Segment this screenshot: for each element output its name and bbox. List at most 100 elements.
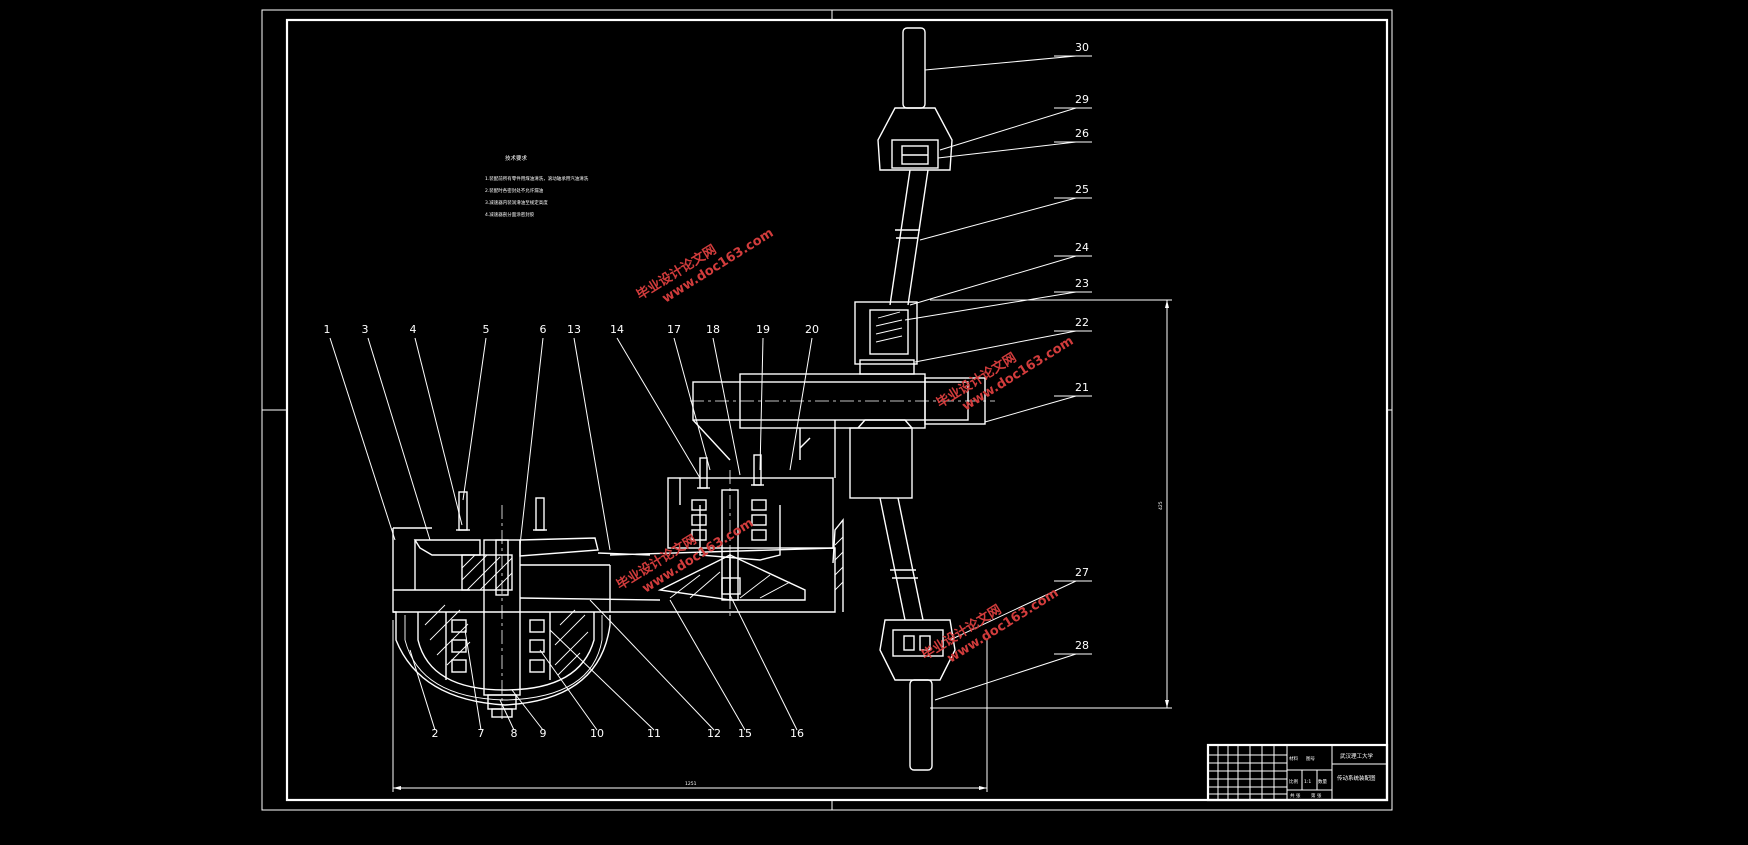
part-balloon-12: 12 bbox=[707, 727, 721, 740]
part-balloon-22: 22 bbox=[1075, 316, 1089, 329]
lower-cv-joint bbox=[879, 619, 956, 681]
leader-line bbox=[904, 291, 1077, 321]
leader-line bbox=[499, 699, 515, 731]
tech-line-1: 1.装配前所有零件用煤油清洗，滚动轴承用汽油清洗 bbox=[485, 175, 589, 182]
leader-lines bbox=[329, 55, 1092, 731]
part-balloon-24: 24 bbox=[1075, 241, 1089, 254]
part-balloon-8: 8 bbox=[511, 727, 518, 740]
part-balloon-14: 14 bbox=[610, 323, 624, 336]
drive-assembly bbox=[392, 373, 995, 720]
part-balloon-16: 16 bbox=[790, 727, 804, 740]
leader-line bbox=[367, 337, 431, 541]
bottom-stub-shaft bbox=[909, 679, 933, 771]
bowl-hatching bbox=[424, 604, 589, 676]
title-block-school: 武汉理工大学 bbox=[1340, 752, 1374, 760]
part-balloon-30: 30 bbox=[1075, 41, 1089, 54]
outer-border bbox=[261, 9, 1393, 811]
title-block-sheet: 第 张 bbox=[1311, 792, 1322, 799]
top-stub-shaft bbox=[902, 27, 926, 109]
dimension-overall-length: 1251 bbox=[392, 620, 988, 792]
leader-line bbox=[789, 337, 813, 471]
tech-requirements-title: 技术要求 bbox=[505, 154, 528, 162]
leader-line bbox=[539, 649, 598, 731]
part-balloon-18: 18 bbox=[706, 323, 720, 336]
part-balloon-1: 1 bbox=[324, 323, 331, 336]
dimension-height-text: 425 bbox=[1158, 501, 1164, 510]
tech-line-4: 4.减速器剖分面涂密封胶 bbox=[485, 211, 535, 218]
title-block-material: 材料 bbox=[1289, 755, 1298, 762]
part-balloon-11: 11 bbox=[647, 727, 661, 740]
part-balloon-20: 20 bbox=[805, 323, 819, 336]
right-bolts bbox=[697, 454, 764, 489]
tech-requirements: 技术要求 1.装配前所有零件用煤油清洗，滚动轴承用汽油清洗 2.装配时各密封处不… bbox=[485, 154, 589, 218]
leader-line bbox=[759, 337, 764, 471]
inner-frame bbox=[285, 18, 1389, 802]
leader-line bbox=[919, 197, 1077, 241]
part-balloon-19: 19 bbox=[756, 323, 770, 336]
title-block-quantity: 数量 bbox=[1318, 778, 1327, 785]
part-balloon-26: 26 bbox=[1075, 127, 1089, 140]
left-pulley bbox=[413, 539, 481, 556]
inner-cv-joint bbox=[854, 301, 918, 365]
leader-line bbox=[589, 599, 715, 731]
leader-line bbox=[519, 337, 544, 546]
leader-line bbox=[984, 395, 1077, 423]
leader-line bbox=[329, 337, 396, 541]
dimension-length-text: 1251 bbox=[685, 781, 697, 787]
leader-line bbox=[909, 255, 1077, 306]
part-balloon-28: 28 bbox=[1075, 639, 1089, 652]
part-balloon-17: 17 bbox=[667, 323, 681, 336]
part-balloon-4: 4 bbox=[410, 323, 417, 336]
leader-line bbox=[464, 629, 482, 731]
part-balloon-7: 7 bbox=[478, 727, 485, 740]
left-springs bbox=[445, 612, 551, 680]
part-balloon-15: 15 bbox=[738, 727, 752, 740]
leader-line bbox=[414, 337, 463, 526]
part-balloon-2: 2 bbox=[432, 727, 439, 740]
title-block-scale-label: 比例 bbox=[1289, 778, 1298, 785]
centring-marks bbox=[262, 10, 1392, 810]
part-balloon-9: 9 bbox=[540, 727, 547, 740]
part-balloon-6: 6 bbox=[540, 323, 547, 336]
leader-line bbox=[462, 337, 487, 501]
lower-coupling bbox=[849, 427, 913, 499]
part-balloon-3: 3 bbox=[362, 323, 369, 336]
leader-line bbox=[669, 599, 746, 731]
title-block-sheets: 共 张 bbox=[1290, 792, 1301, 799]
leader-line bbox=[939, 107, 1077, 151]
belt-lower bbox=[519, 597, 661, 601]
leader-line bbox=[549, 629, 655, 731]
outer-cv-joint bbox=[877, 107, 953, 171]
title-block-drawing-name: 传动系统装配图 bbox=[1337, 774, 1376, 782]
watermark-4: 毕业设计论文网 www.doc163.com bbox=[919, 586, 1062, 667]
title-block: 武汉理工大学 传动系统装配图 比例 1:1 数量 材料 图号 共 张 第 张 bbox=[1206, 743, 1389, 802]
leader-line bbox=[729, 594, 798, 731]
leader-line bbox=[934, 653, 1077, 701]
part-balloon-21: 21 bbox=[1075, 381, 1089, 394]
leader-line bbox=[511, 689, 544, 731]
part-balloon-25: 25 bbox=[1075, 183, 1089, 196]
part-balloon-10: 10 bbox=[590, 727, 604, 740]
leader-line bbox=[914, 330, 1077, 363]
leader-line bbox=[573, 337, 611, 551]
leader-line bbox=[924, 55, 1077, 71]
dimension-overall-height: 425 bbox=[930, 299, 1172, 709]
part-balloon-23: 23 bbox=[1075, 277, 1089, 290]
leader-line bbox=[409, 649, 436, 731]
title-block-scale-value: 1:1 bbox=[1304, 779, 1311, 785]
part-balloon-13: 13 bbox=[567, 323, 581, 336]
leader-line bbox=[712, 337, 741, 476]
right-spring bbox=[691, 499, 767, 541]
leader-line bbox=[949, 580, 1077, 641]
left-housing bbox=[392, 528, 611, 706]
tech-line-2: 2.装配时各密封处不允许漏油 bbox=[485, 187, 544, 194]
tech-line-3: 3.减速器内装润滑油至规定高度 bbox=[485, 199, 548, 206]
horizontal-drive-shaft bbox=[692, 373, 986, 478]
leader-line bbox=[937, 141, 1077, 159]
watermark-1: 毕业设计论文网 www.doc163.com bbox=[634, 226, 777, 307]
leader-line bbox=[673, 337, 711, 471]
part-balloon-29: 29 bbox=[1075, 93, 1089, 106]
leader-line bbox=[616, 337, 701, 479]
